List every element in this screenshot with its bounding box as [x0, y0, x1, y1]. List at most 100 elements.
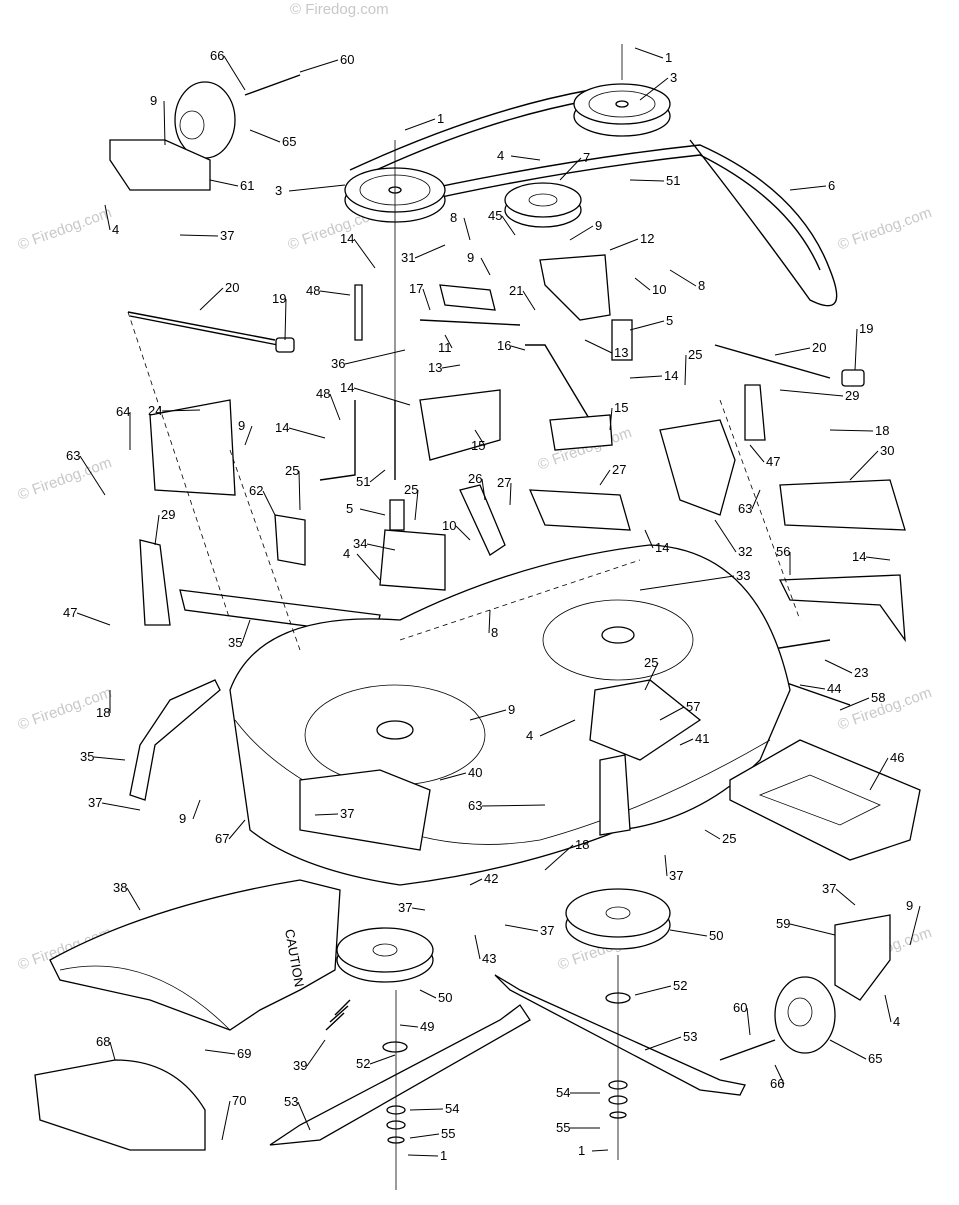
callout-number: 53: [284, 1094, 298, 1109]
mower-deck: [229, 544, 791, 886]
blade-hub-right: [565, 888, 671, 950]
callout-number: 20: [225, 280, 239, 295]
callout-number: 52: [356, 1056, 370, 1071]
callout-number: 16: [497, 338, 511, 353]
callout-number: 1: [665, 50, 672, 65]
callout-leader: [474, 429, 486, 447]
left-baffle: [129, 679, 221, 801]
callout-number: 30: [880, 443, 894, 458]
callout-leader: [569, 225, 594, 241]
callout-number: 55: [441, 1126, 455, 1141]
callout-number: 51: [666, 173, 680, 188]
callout-number: 57: [686, 699, 700, 714]
callout-number: 27: [612, 462, 626, 477]
mulch-cover: [34, 1059, 206, 1151]
callout-leader: [288, 184, 346, 192]
callout-number: 68: [96, 1034, 110, 1049]
callout-number: 3: [670, 70, 677, 85]
callout-leader: [244, 425, 253, 446]
callout-leader: [829, 1039, 867, 1060]
callout-leader: [101, 802, 141, 811]
callout-leader: [539, 719, 576, 737]
callout-number: 47: [63, 605, 77, 620]
callout-leader: [329, 393, 341, 421]
callout-number: 37: [220, 228, 234, 243]
callout-number: 46: [890, 750, 904, 765]
callout-leader: [209, 179, 239, 187]
callout-leader: [469, 709, 507, 721]
callout-number: 33: [736, 568, 750, 583]
callout-number: 43: [482, 951, 496, 966]
watermark: © Firedog.com: [290, 1, 389, 18]
callout-number: 24: [148, 403, 162, 418]
callout-number: 45: [488, 208, 502, 223]
callout-number: 53: [683, 1029, 697, 1044]
callout-number: 13: [614, 345, 628, 360]
callout-leader: [284, 298, 287, 341]
callout-number: 26: [468, 471, 482, 486]
callout-number: 63: [738, 501, 752, 516]
callout-leader: [241, 619, 251, 644]
callout-leader: [584, 339, 613, 354]
callout-number: 48: [316, 386, 330, 401]
callout-number: 18: [575, 837, 589, 852]
callout-leader: [299, 59, 339, 73]
callout-leader: [366, 543, 396, 551]
callout-number: 17: [409, 281, 423, 296]
pulley-right: [573, 44, 671, 137]
callout-number: 6: [828, 178, 835, 193]
callout-leader: [774, 347, 811, 356]
callout-number: 5: [346, 501, 353, 516]
callout-number: 32: [738, 544, 752, 559]
callout-number: 19: [272, 291, 286, 306]
callout-number: 4: [343, 546, 350, 561]
callout-leader: [104, 204, 111, 231]
callout-number: 44: [827, 681, 841, 696]
callout-number: 51: [356, 474, 370, 489]
callout-number: 37: [340, 806, 354, 821]
callout-number: 4: [893, 1014, 900, 1029]
callout-leader: [789, 923, 836, 936]
callout-leader: [344, 349, 406, 365]
callout-leader: [353, 387, 411, 406]
callout-leader: [869, 757, 889, 791]
callout-leader: [829, 429, 874, 432]
callout-leader: [481, 804, 546, 807]
callout-number: 37: [88, 795, 102, 810]
callout-number: 14: [655, 540, 669, 555]
callout-number: 70: [232, 1093, 246, 1108]
callout-leader: [297, 1101, 311, 1131]
callout-leader: [634, 985, 672, 996]
callout-number: 9: [150, 93, 157, 108]
callout-leader: [488, 609, 491, 634]
callout-number: 14: [852, 549, 866, 564]
callout-leader: [359, 508, 386, 516]
callout-number: 13: [428, 360, 442, 375]
callout-leader: [79, 455, 106, 496]
callout-number: 10: [652, 282, 666, 297]
callout-leader: [751, 489, 761, 510]
callout-number: 15: [471, 438, 485, 453]
callout-leader: [414, 244, 446, 259]
callout-number: 4: [526, 728, 533, 743]
callout-number: 8: [491, 625, 498, 640]
callout-number: 3: [275, 183, 282, 198]
callout-number: 60: [733, 1000, 747, 1015]
callout-number: 35: [228, 635, 242, 650]
watermark: © Firedog.com: [16, 204, 114, 254]
callout-leader: [474, 934, 481, 960]
callout-leader: [407, 1154, 439, 1157]
callout-leader: [659, 706, 685, 721]
callout-number: 8: [698, 278, 705, 293]
callout-leader: [779, 389, 844, 397]
blade-right: [494, 974, 746, 1096]
callout-leader: [109, 1041, 116, 1061]
callout-leader: [414, 489, 419, 521]
callout-leader: [228, 819, 246, 840]
callout-number: 37: [822, 881, 836, 896]
drive-belt: [349, 89, 838, 307]
callout-leader: [609, 238, 639, 251]
callout-number: 63: [468, 798, 482, 813]
blade-left: [269, 1004, 531, 1146]
